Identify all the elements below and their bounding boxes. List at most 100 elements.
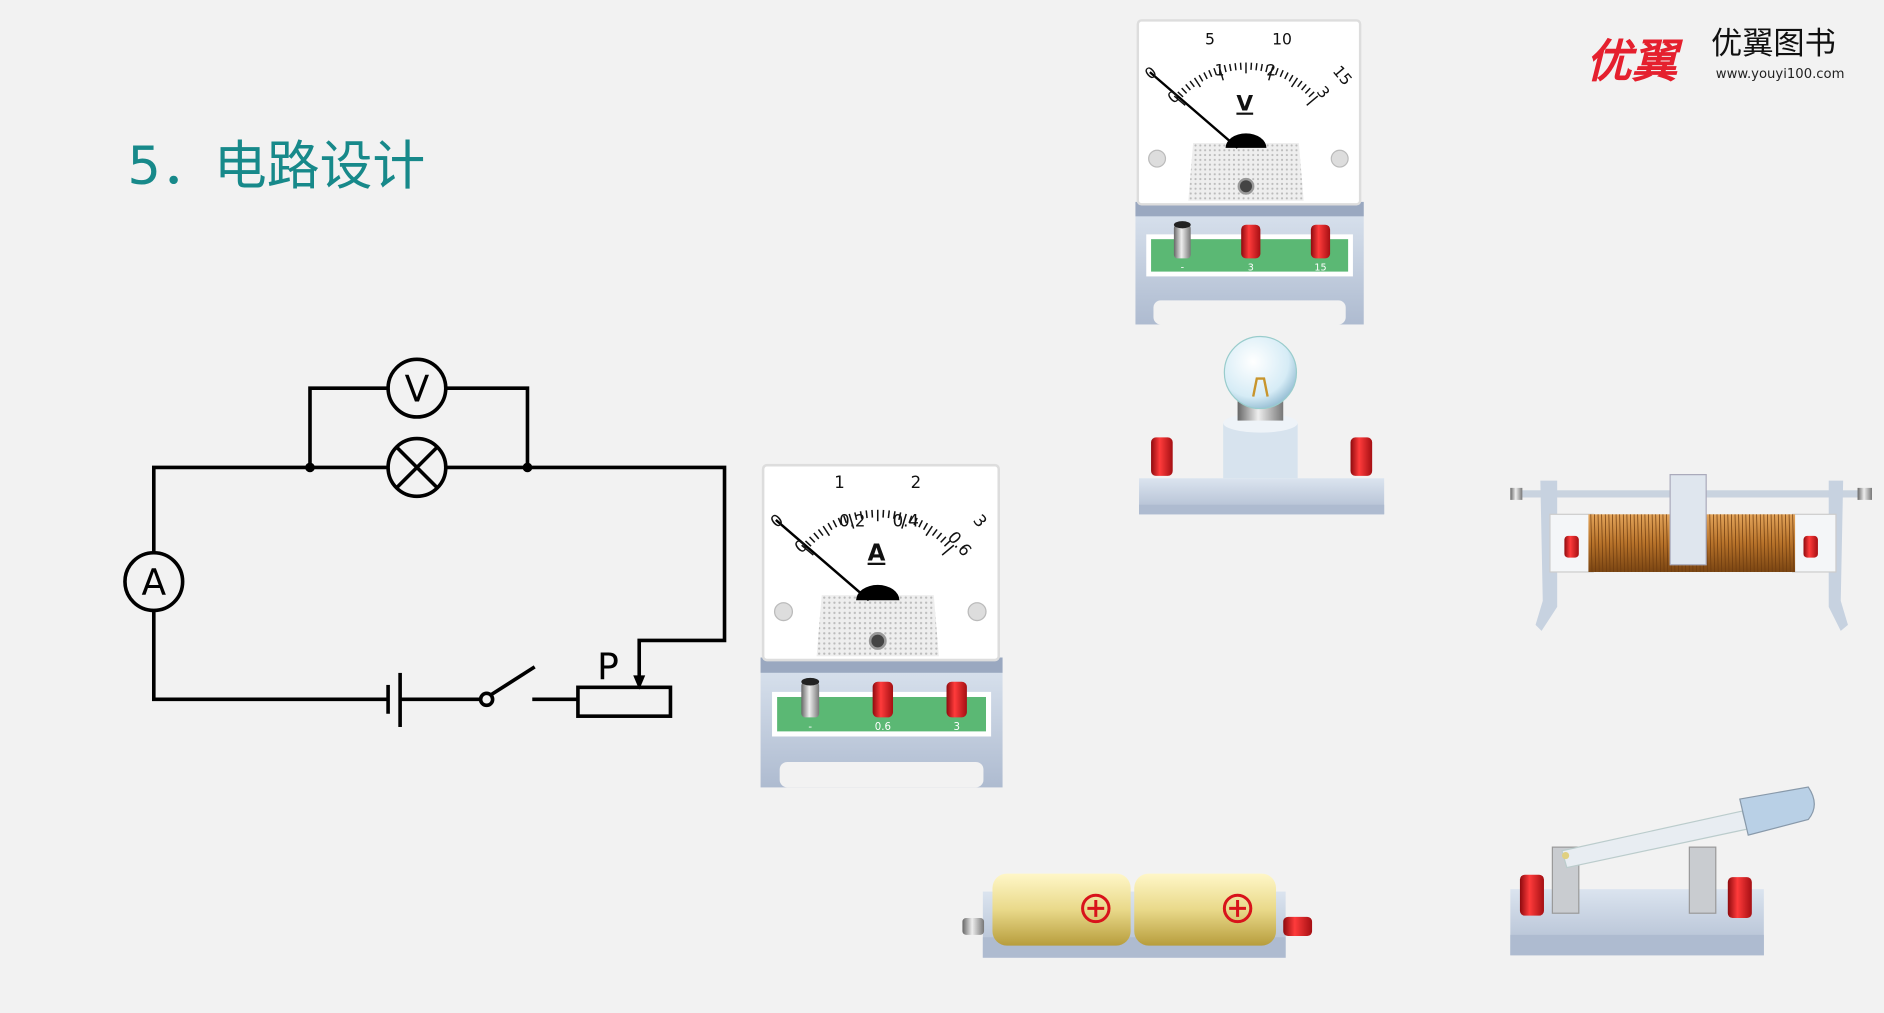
rheostat-terminal[interactable]: [1564, 535, 1579, 558]
scale-tick: [1260, 63, 1263, 72]
terminal-0-6[interactable]: [872, 681, 894, 718]
terminal-15[interactable]: [1310, 224, 1331, 259]
switch-terminal[interactable]: [1727, 877, 1752, 919]
scale-tick: [1177, 91, 1184, 98]
needle: [1149, 71, 1239, 149]
coil-winding: [1622, 514, 1625, 572]
switch-terminal[interactable]: [1519, 874, 1544, 916]
coil-winding: [1752, 514, 1755, 572]
scale-tick: [940, 536, 947, 543]
switch-handle[interactable]: [1739, 786, 1815, 836]
junction-dot: [522, 462, 533, 473]
scale-tick: [943, 540, 951, 547]
plus-icon: [1222, 893, 1253, 924]
rheostat-terminal[interactable]: [1803, 535, 1818, 558]
scale-tick: [936, 532, 943, 540]
scale-tick: [1306, 95, 1319, 106]
switch-symbol: [478, 665, 578, 708]
scale-tick: [1173, 95, 1186, 106]
scale-tick: [832, 519, 838, 528]
coil-winding: [1612, 514, 1615, 572]
scale-tick: [898, 512, 902, 521]
wire: [308, 386, 389, 468]
coil-winding: [1640, 514, 1643, 572]
wire: [151, 465, 389, 553]
terminal-negative[interactable]: [1173, 221, 1191, 259]
scale-tick: [1193, 77, 1202, 88]
scale-tick: [817, 528, 824, 537]
wire: [445, 386, 530, 468]
voltmeter-symbol: V: [386, 357, 448, 419]
battery-terminal-positive[interactable]: [1283, 916, 1313, 937]
scale-tick: [843, 515, 848, 524]
coil-winding: [1788, 514, 1791, 572]
unit-label: V: [1236, 92, 1253, 117]
slide-title: 5．电路设计: [127, 136, 425, 197]
scale-tick: [854, 512, 858, 521]
coil-winding: [1648, 514, 1651, 572]
battery-terminal-negative[interactable]: [962, 918, 985, 935]
scale-label: 5: [1205, 31, 1215, 49]
scale-tick: [1218, 66, 1224, 81]
coil-winding: [1597, 514, 1600, 572]
scale-tick: [1308, 91, 1315, 98]
scale-tick: [901, 513, 907, 529]
scale-tick: [1268, 66, 1274, 81]
switch-blade[interactable]: [1561, 810, 1748, 869]
wire: [151, 610, 389, 702]
scale-tick: [1304, 87, 1311, 94]
circuit-diagram: V A P: [123, 357, 727, 727]
logo-name: 优翼图书: [1711, 26, 1836, 62]
rheostat-symbol: P: [576, 647, 673, 718]
coil-winding: [1727, 514, 1730, 572]
lamp-terminal-left[interactable]: [1151, 437, 1173, 476]
battery-device: [962, 873, 1313, 958]
terminal-negative[interactable]: [801, 677, 820, 718]
coil-winding: [1626, 514, 1629, 572]
scale-tick: [837, 517, 843, 526]
scale-label: 2: [1266, 62, 1276, 80]
ammeter-device: 0 1 2 3 0 0.2 0.4 0.6 A - 0.6 3: [760, 463, 1003, 788]
coil-winding: [1655, 514, 1658, 572]
scale-tick: [1284, 72, 1289, 80]
coil-winding: [1777, 514, 1780, 572]
scale-tick: [918, 519, 924, 528]
scale-label: 1: [1215, 62, 1225, 80]
coil-winding: [1619, 514, 1622, 572]
battery-cell: [992, 873, 1131, 946]
scale-tick: [1203, 72, 1208, 80]
battery-symbol: [386, 672, 481, 727]
terminal-label: 0.6: [875, 722, 891, 733]
scale-tick: [804, 540, 812, 547]
coil-winding: [1658, 514, 1661, 572]
scale-tick: [1265, 64, 1269, 73]
coil-winding: [1615, 514, 1618, 572]
terminal-3[interactable]: [1241, 224, 1261, 259]
slider-arrow-icon: [633, 675, 646, 690]
lamp-terminal-right[interactable]: [1350, 437, 1373, 476]
coil-winding: [1633, 514, 1636, 572]
coil-winding: [1792, 514, 1795, 572]
slider-contact[interactable]: [1669, 474, 1707, 566]
scale-tick: [887, 510, 891, 519]
logo-mark: 优翼: [1586, 35, 1684, 88]
scale-tick: [1255, 63, 1258, 71]
coil-winding: [1601, 514, 1604, 572]
scale-label: 2: [911, 473, 922, 492]
coil-winding: [1651, 514, 1654, 572]
scale-tick: [809, 536, 816, 543]
unit-label: A: [868, 541, 886, 567]
terminal-3[interactable]: [946, 681, 967, 718]
scale-tick: [859, 511, 863, 519]
scale-tick: [827, 522, 833, 531]
coil-winding: [1590, 514, 1593, 572]
scale-tick: [848, 513, 855, 529]
rheostat-device: [1510, 474, 1872, 631]
coil-winding: [1756, 514, 1759, 572]
coil-winding: [1723, 514, 1726, 572]
scale-tick: [931, 528, 938, 537]
coil-winding: [1608, 514, 1611, 572]
scale-tick: [1297, 80, 1303, 88]
ammeter-symbol: A: [123, 550, 185, 613]
scale-tick: [1223, 64, 1227, 73]
